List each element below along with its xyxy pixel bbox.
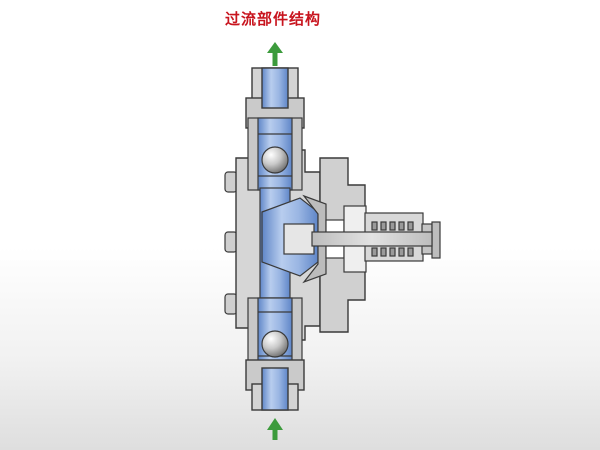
outlet-check-ball [261,146,289,174]
diaphragm-chamber [259,187,319,299]
return-spring [371,221,414,257]
inlet-fitting [245,359,305,411]
plunger [311,231,433,247]
outlet-arrow [267,42,283,66]
inlet-arrow [267,418,283,440]
inlet-check-ball [261,330,289,358]
diagram-title: 过流部件结构 [225,10,322,28]
head-bolts [224,171,238,315]
